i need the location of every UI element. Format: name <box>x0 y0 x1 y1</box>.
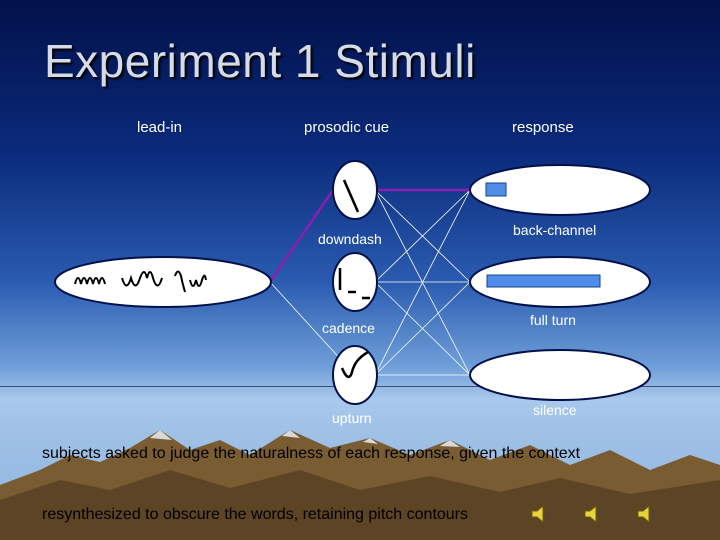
speaker-icon[interactable] <box>583 503 605 525</box>
back-channel-bar <box>485 182 507 197</box>
cue-oval-upturn <box>332 345 378 405</box>
response-label-silence: silence <box>533 402 577 418</box>
lead-in-oval <box>54 256 272 308</box>
upturn-contour <box>340 350 369 379</box>
speaker-icon[interactable] <box>636 503 658 525</box>
response-oval-back-channel <box>469 164 651 216</box>
cue-label-upturn: upturn <box>332 410 372 426</box>
slide-title: Experiment 1 Stimuli <box>44 35 476 87</box>
cadence-contour <box>338 268 370 300</box>
full-turn-bar <box>486 274 601 288</box>
cue-oval-cadence <box>332 252 378 312</box>
response-oval-silence <box>469 349 651 401</box>
highlighted-path <box>268 188 470 283</box>
lead-in-pitch-contour <box>74 270 207 293</box>
header-response: response <box>512 119 574 136</box>
speaker-icon[interactable] <box>530 503 552 525</box>
cue-oval-downdash <box>332 160 378 220</box>
cue-label-downdash: downdash <box>318 231 382 247</box>
header-prosodic-cue: prosodic cue <box>304 119 390 136</box>
cue-label-cadence: cadence <box>322 320 375 336</box>
note-naturalness: subjects asked to judge the naturalness … <box>42 445 581 462</box>
response-label-full-turn: full turn <box>530 312 576 328</box>
header-lead-in: lead-in <box>137 119 183 136</box>
response-label-back-channel: back-channel <box>513 222 597 238</box>
note-resynthesized: resynthesized to obscure the words, reta… <box>42 506 469 523</box>
downdash-contour <box>342 179 360 213</box>
